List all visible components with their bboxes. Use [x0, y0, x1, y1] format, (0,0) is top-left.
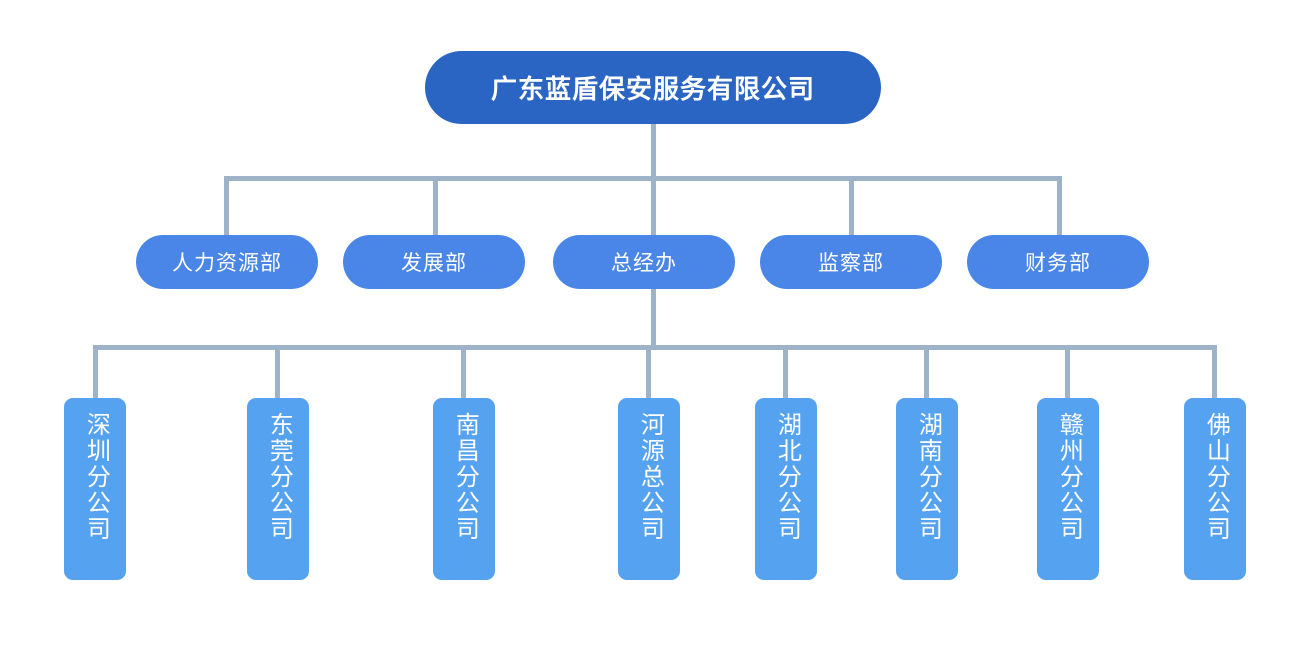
node-branch-label: 深圳分公司 — [82, 412, 110, 542]
node-branch-label: 东莞分公司 — [265, 412, 293, 542]
node-department-inspection[interactable]: 监察部 — [760, 235, 942, 289]
connector-branch-drop-5 — [924, 345, 929, 400]
connector-dept-drop-4 — [1057, 176, 1062, 238]
node-department-label: 总经办 — [611, 252, 677, 275]
node-branch-label: 河源总公司 — [636, 412, 664, 542]
node-branch-ganzhou[interactable]: 赣州分公司 — [1037, 398, 1099, 580]
node-branch-nanchang[interactable]: 南昌分公司 — [433, 398, 495, 580]
connector-department-bus — [224, 176, 1062, 181]
node-branch-hubei[interactable]: 湖北分公司 — [755, 398, 817, 580]
connector-branch-bus — [93, 345, 1217, 350]
connector-branch-drop-6 — [1065, 345, 1070, 400]
connector-branch-drop-0 — [93, 345, 98, 400]
node-branch-label: 湖南分公司 — [914, 412, 942, 542]
node-branch-dongguan[interactable]: 东莞分公司 — [247, 398, 309, 580]
connector-dept-drop-0 — [224, 176, 229, 238]
connector-branch-drop-1 — [275, 345, 280, 400]
connector-dept-drop-2 — [651, 176, 656, 238]
connector-root-down — [651, 124, 656, 176]
node-department-label: 人力资源部 — [172, 252, 282, 275]
connector-branch-drop-7 — [1212, 345, 1217, 400]
node-department-label: 发展部 — [401, 252, 467, 275]
node-department-gm-office[interactable]: 总经办 — [553, 235, 735, 289]
connector-gmoffice-down — [651, 288, 656, 348]
node-department-label: 监察部 — [818, 252, 884, 275]
node-branch-label: 赣州分公司 — [1055, 412, 1083, 542]
node-branch-label: 佛山分公司 — [1202, 412, 1230, 542]
node-root-label: 广东蓝盾保安服务有限公司 — [490, 74, 815, 104]
node-branch-label: 湖北分公司 — [773, 412, 801, 542]
node-branch-foshan[interactable]: 佛山分公司 — [1184, 398, 1246, 580]
connector-branch-drop-4 — [783, 345, 788, 400]
node-branch-hunan[interactable]: 湖南分公司 — [896, 398, 958, 580]
node-department-finance[interactable]: 财务部 — [967, 235, 1149, 289]
node-root-company[interactable]: 广东蓝盾保安服务有限公司 — [425, 51, 881, 124]
connector-dept-drop-3 — [849, 176, 854, 238]
node-department-hr[interactable]: 人力资源部 — [136, 235, 318, 289]
connector-branch-drop-2 — [461, 345, 466, 400]
connector-branch-drop-3 — [646, 345, 651, 400]
node-branch-shenzhen[interactable]: 深圳分公司 — [64, 398, 126, 580]
node-branch-label: 南昌分公司 — [451, 412, 479, 542]
node-department-development[interactable]: 发展部 — [343, 235, 525, 289]
connector-dept-drop-1 — [433, 176, 438, 238]
node-branch-heyuan[interactable]: 河源总公司 — [618, 398, 680, 580]
node-department-label: 财务部 — [1025, 252, 1091, 275]
